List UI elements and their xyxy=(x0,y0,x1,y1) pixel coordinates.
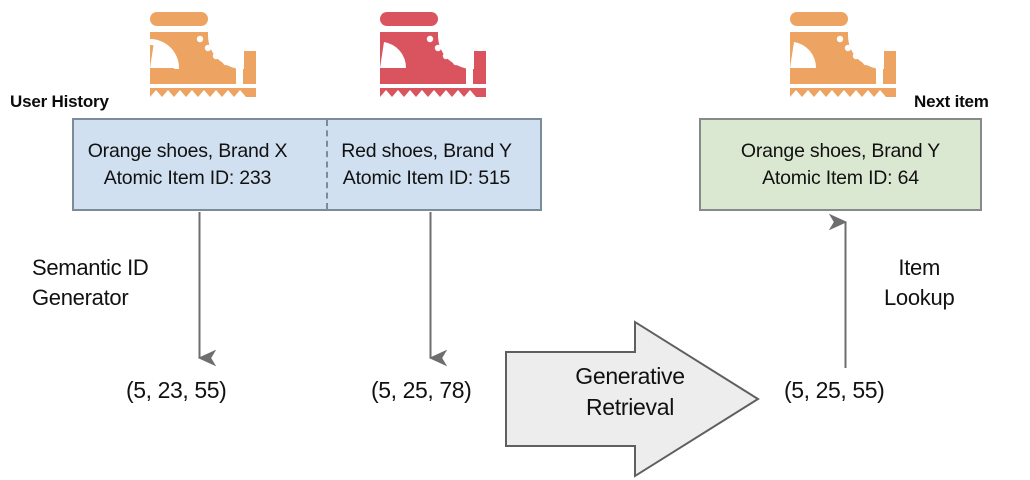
item-lookup-label: Item Lookup xyxy=(884,253,955,313)
next-item-box: Orange shoes, Brand Y Atomic Item ID: 64 xyxy=(699,118,982,211)
generative-retrieval-line2: Retrieval xyxy=(585,394,675,420)
semantic-id-generator-label: Semantic ID Generator xyxy=(32,253,149,313)
generative-retrieval-label: Generative Retrieval xyxy=(530,361,730,423)
next-item-title: Orange shoes, Brand Y xyxy=(740,139,941,162)
next-item-label: Next item xyxy=(914,92,989,111)
boot-icon-red xyxy=(380,12,486,97)
history-item-2-id: Atomic Item ID: 515 xyxy=(342,166,511,189)
boot-icon-orange-left xyxy=(150,12,256,97)
semantic-id-tuple-1: (5, 23, 55) xyxy=(126,377,227,403)
user-history-label: User History xyxy=(10,92,109,111)
item-lookup-line1: Item xyxy=(898,255,940,280)
generative-retrieval-line1: Generative xyxy=(575,363,685,389)
history-box-divider xyxy=(326,120,328,209)
semantic-id-generator-line1: Semantic ID xyxy=(32,255,149,280)
semantic-id-tuple-predicted: (5, 25, 55) xyxy=(784,377,885,403)
next-item-id: Atomic Item ID: 64 xyxy=(762,166,919,189)
history-item-2: Red shoes, Brand Y Atomic Item ID: 515 xyxy=(305,120,540,209)
history-item-1: Orange shoes, Brand X Atomic Item ID: 23… xyxy=(74,120,305,209)
semantic-id-generator-line2: Generator xyxy=(32,285,129,310)
history-item-1-id: Atomic Item ID: 233 xyxy=(103,166,272,189)
semantic-id-tuple-2: (5, 25, 78) xyxy=(371,377,472,403)
boot-icon-orange-right xyxy=(790,12,896,97)
user-history-box: Orange shoes, Brand X Atomic Item ID: 23… xyxy=(72,118,542,211)
history-item-2-title: Red shoes, Brand Y xyxy=(341,139,512,162)
history-item-1-title: Orange shoes, Brand X xyxy=(87,139,288,162)
item-lookup-line2: Lookup xyxy=(884,285,955,310)
next-item-content: Orange shoes, Brand Y Atomic Item ID: 64 xyxy=(701,120,980,209)
